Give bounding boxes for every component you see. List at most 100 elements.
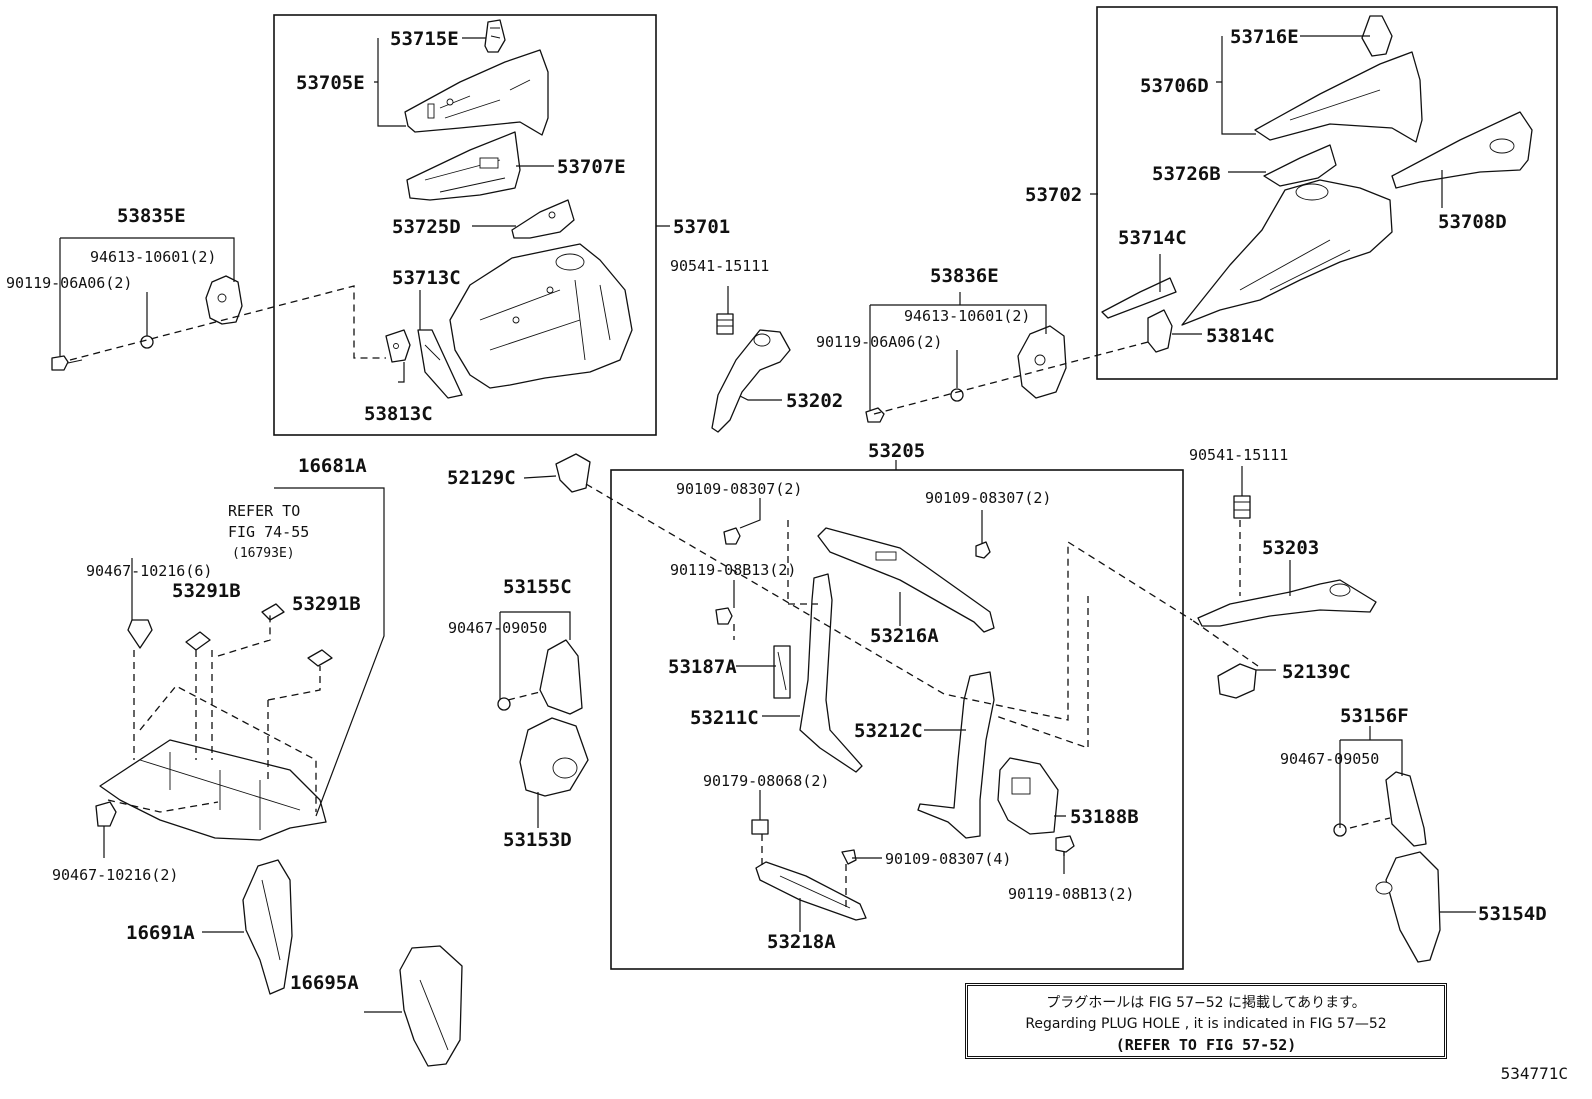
part-52129C [555, 453, 591, 493]
label-53836E: 53836E [930, 265, 999, 287]
label-52139C: 52139C [1282, 661, 1351, 683]
part-53814C [1147, 309, 1173, 353]
label-53202: 53202 [786, 390, 843, 412]
label-53702: 53702 [1025, 184, 1082, 206]
part-53707E [406, 131, 521, 201]
label-90541-15111-right: 90541-15111 [1189, 446, 1288, 464]
part-53813C [385, 329, 411, 363]
label-53218A: 53218A [767, 931, 836, 953]
diagram-code: 534771C [1500, 1064, 1568, 1083]
label-90467-09050-a: 90467-09050 [448, 619, 547, 637]
label-53291B-b: 53291B [292, 593, 361, 615]
label-refer-to: REFER TO [228, 502, 300, 520]
part-53708D [1391, 111, 1533, 189]
part-53202 [711, 329, 791, 433]
label-53205: 53205 [868, 440, 925, 462]
part-53218A [755, 861, 867, 921]
label-16691A: 16691A [126, 922, 195, 944]
part-53836E-bracket [1017, 325, 1067, 399]
note-japanese-text: プラグホールは FIG 57−52 に掲載してあります。 [1046, 995, 1366, 1011]
label-53713C: 53713C [392, 267, 461, 289]
part-53714C [1101, 277, 1177, 319]
label-94613-10601-mid: 94613-10601(2) [904, 307, 1030, 325]
part-16681A-engine-undercover [99, 739, 327, 841]
part-53153D [519, 717, 589, 797]
bolt-90109-a [723, 527, 741, 545]
bolt-90119-08B13-a [715, 607, 733, 625]
bolt-90109-b [975, 541, 991, 559]
label-90119-08B13-a: 90119-08B13(2) [670, 561, 796, 579]
label-53153D: 53153D [503, 829, 572, 851]
label-53707E: 53707E [557, 156, 626, 178]
leader-lines [59, 35, 1476, 1013]
part-53702-wheelhouse [1181, 179, 1393, 326]
part-53155C [539, 639, 583, 715]
part-53203 [1197, 579, 1377, 627]
label-90109-08307-b: 90109-08307(2) [925, 489, 1051, 507]
part-16691A [242, 859, 293, 995]
part-53835E-bracket [205, 275, 243, 325]
label-53813C: 53813C [364, 403, 433, 425]
part-53715E [484, 19, 506, 53]
label-53291B-a: 53291B [172, 580, 241, 602]
label-90541-15111-top: 90541-15111 [670, 257, 769, 275]
assembly-dashed-lines [69, 285, 1391, 908]
label-53814C: 53814C [1206, 325, 1275, 347]
part-53705E [404, 49, 549, 136]
group-frame-53701 [273, 14, 657, 436]
part-53291B-a [185, 631, 211, 651]
part-52139C [1217, 663, 1257, 699]
label-53701: 53701 [673, 216, 730, 238]
part-53154D [1375, 851, 1441, 963]
note-english-text: Regarding PLUG HOLE , it is indicated in… [1025, 1016, 1387, 1032]
label-53716E: 53716E [1230, 26, 1299, 48]
label-90467-10216-2: 90467-10216(2) [52, 866, 178, 884]
label-53187A: 53187A [668, 656, 737, 678]
label-53188B: 53188B [1070, 806, 1139, 828]
label-90179-08068: 90179-08068(2) [703, 772, 829, 790]
label-53156F: 53156F [1340, 705, 1409, 727]
bolt-90119-08B13-b [1055, 835, 1075, 853]
label-90119-06A06-left: 90119-06A06(2) [6, 274, 132, 292]
label-53835E: 53835E [117, 205, 186, 227]
group-frame-53702 [1096, 6, 1558, 380]
part-53713C [417, 329, 463, 399]
label-refer-fig: FIG 74-55 [228, 523, 309, 541]
note-refer-text: (REFER TO FIG 57-52) [1115, 1036, 1297, 1054]
label-16695A: 16695A [290, 972, 359, 994]
label-53725D: 53725D [392, 216, 461, 238]
part-53291B-b [307, 649, 333, 667]
clip-90467-10216-top [127, 619, 153, 649]
part-90541-15111-right [1233, 495, 1251, 519]
part-53211C [799, 573, 863, 773]
part-53701-wheelhouse [449, 243, 633, 389]
label-52129C: 52129C [447, 467, 516, 489]
label-53726B: 53726B [1152, 163, 1221, 185]
plug-hole-note: プラグホールは FIG 57−52 に掲載してあります。 Regarding P… [965, 983, 1447, 1059]
label-53705E: 53705E [296, 72, 365, 94]
label-53216A: 53216A [870, 625, 939, 647]
clip-90467-09050-a [497, 697, 511, 711]
label-53203: 53203 [1262, 537, 1319, 559]
label-53714C: 53714C [1118, 227, 1187, 249]
part-16793E-ref [261, 603, 285, 621]
part-53187A [773, 645, 791, 699]
label-53708D: 53708D [1438, 211, 1507, 233]
part-16695A [399, 945, 463, 1067]
label-90467-09050-b: 90467-09050 [1280, 750, 1379, 768]
part-53706D [1254, 51, 1423, 143]
group-frame-53205 [610, 469, 1184, 970]
label-53715E: 53715E [390, 28, 459, 50]
bolt-left [51, 355, 83, 371]
label-90109-08307-c: 90109-08307(4) [885, 850, 1011, 868]
part-53716E [1361, 15, 1393, 57]
label-90467-10216-6: 90467-10216(6) [86, 562, 212, 580]
label-53212C: 53212C [854, 720, 923, 742]
nut-90179 [751, 819, 769, 835]
label-53211C: 53211C [690, 707, 759, 729]
label-refer-part: (16793E) [232, 546, 295, 561]
label-53155C: 53155C [503, 576, 572, 598]
label-90119-06A06-mid: 90119-06A06(2) [816, 333, 942, 351]
part-90541-15111-top [716, 313, 734, 335]
washer-left [140, 335, 154, 349]
